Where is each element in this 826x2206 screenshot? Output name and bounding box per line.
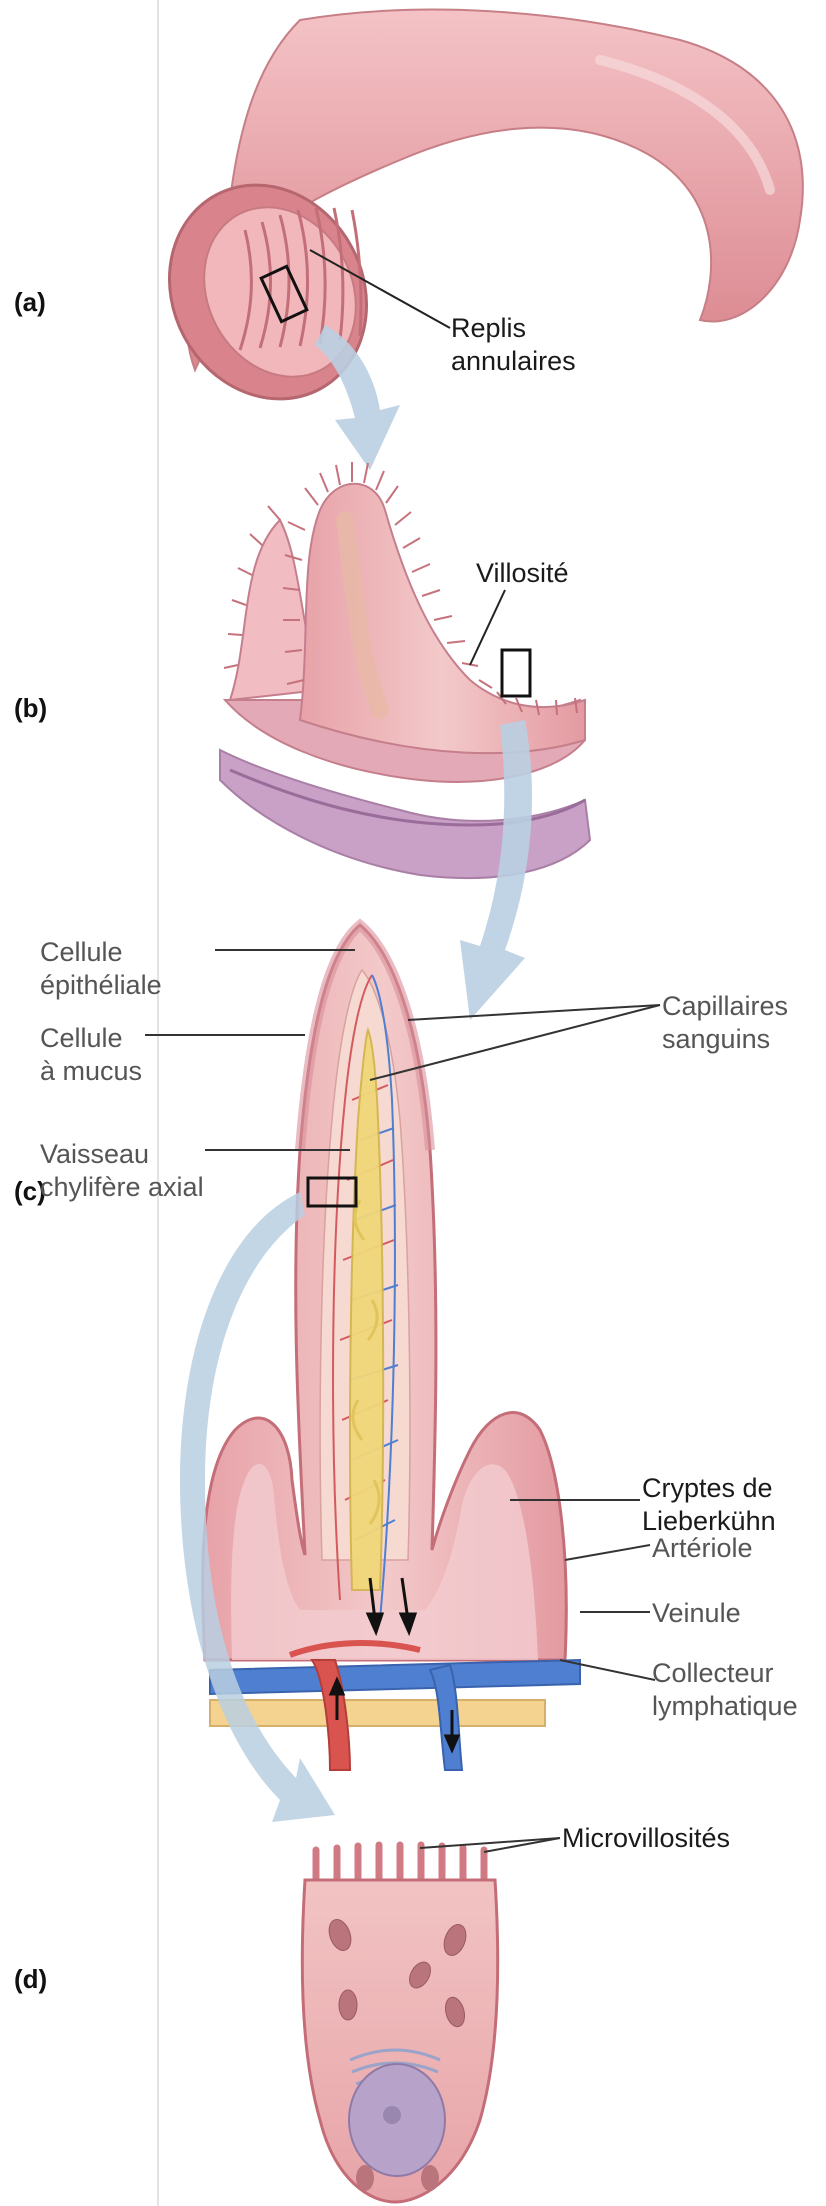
label-cellule-epitheliale: Cellule épithéliale (40, 936, 162, 1002)
label-capillaires-sanguins: Capillaires sanguins (662, 990, 788, 1056)
label-cryptes-line1: Cryptes de (642, 1472, 776, 1505)
label-capillaires-line1: Capillaires (662, 990, 788, 1023)
label-villosite: Villosité (476, 557, 569, 590)
label-cryptes-lieberkuhn: Cryptes de Lieberkühn (642, 1472, 776, 1538)
leader-villosite (470, 590, 505, 665)
villus-detail-box (502, 650, 530, 696)
panel-label-a: (a) (14, 287, 46, 318)
label-collecteur-lymphatique: Collecteur lymphatique (652, 1657, 798, 1723)
label-replis-annulaires: Replis annulaires (451, 312, 576, 378)
label-vaisseau-line1: Vaisseau (40, 1138, 204, 1171)
label-replis-line1: Replis (451, 312, 576, 345)
lymph-vessel (210, 1700, 545, 1726)
label-cellule-epitheliale-line1: Cellule (40, 936, 162, 969)
label-replis-line2: annulaires (451, 345, 576, 378)
label-cellule-epitheliale-line2: épithéliale (40, 969, 162, 1002)
label-arteriole: Artériole (652, 1532, 753, 1565)
label-cellule-mucus-line1: Cellule (40, 1022, 142, 1055)
label-collecteur-line2: lymphatique (652, 1690, 798, 1723)
label-vaisseau-chylifere: Vaisseau chylifère axial (40, 1138, 204, 1204)
label-cellule-mucus-line2: à mucus (40, 1055, 142, 1088)
panel-label-d: (d) (14, 1964, 47, 1995)
label-collecteur-line1: Collecteur (652, 1657, 798, 1690)
villus-block (220, 462, 590, 878)
leader-capillaires-1 (408, 1005, 660, 1020)
label-capillaires-line2: sanguins (662, 1023, 788, 1056)
panel-label-b: (b) (14, 693, 47, 724)
absorptive-cell (302, 1838, 560, 2202)
vein (210, 1660, 580, 1694)
label-microvillosites: Microvillosités (562, 1822, 730, 1855)
leader-arteriole (565, 1545, 650, 1560)
microvilli (316, 1845, 484, 1878)
label-vaisseau-line2: chylifère axial (40, 1171, 204, 1204)
label-cellule-mucus: Cellule à mucus (40, 1022, 142, 1088)
label-veinule: Veinule (652, 1597, 741, 1630)
